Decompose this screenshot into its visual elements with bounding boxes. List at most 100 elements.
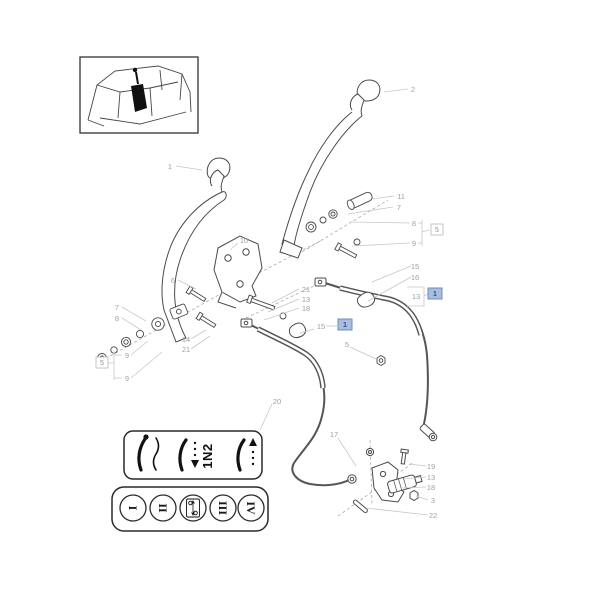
washer-shape <box>135 329 145 339</box>
cable-clamp <box>356 291 376 308</box>
hi-lo-range-icon <box>186 498 200 518</box>
ref-box[interactable] <box>430 223 444 236</box>
range-label-III: III <box>216 501 230 515</box>
gear-lever-left <box>161 157 231 343</box>
shift-pattern-text: 1N2 <box>200 443 215 468</box>
washer-shape <box>319 216 327 224</box>
boxed-callouts: 5 5 1 1 <box>95 223 444 369</box>
mounting-bracket <box>213 235 263 309</box>
washer-stack-right <box>246 191 373 320</box>
disc-shape <box>154 320 162 328</box>
range-circle <box>237 494 265 522</box>
callout-17: 17 <box>330 430 338 439</box>
ref-box-5-right[interactable]: 5 <box>430 223 444 236</box>
cab-floor-line <box>87 111 187 127</box>
cable-sheath-inner <box>339 286 423 336</box>
shift-cable-right <box>314 277 438 442</box>
cable-line <box>324 282 429 429</box>
callout-7: 7 <box>115 303 119 312</box>
bracket-hole <box>224 254 232 262</box>
callout-8: 8 <box>115 314 119 323</box>
callout-15: 15 <box>411 262 419 271</box>
callout-6: 6 <box>171 276 175 285</box>
range-label-IV: IV <box>244 501 258 515</box>
gear-lever-icon <box>137 437 147 472</box>
callout-18: 18 <box>427 483 435 492</box>
pin-end <box>346 199 355 210</box>
ref-box[interactable] <box>95 356 109 369</box>
range-circle <box>149 494 177 522</box>
axis-right-upper <box>301 199 389 253</box>
ref-box-label: 5 <box>100 360 104 367</box>
highlighted-ref-box[interactable] <box>337 318 353 331</box>
small-bolt-shape <box>400 451 407 465</box>
pin-shape <box>352 499 368 513</box>
highlighted-boot-shape <box>131 84 147 112</box>
highlighted-ref-label: 1 <box>343 322 347 329</box>
nut-shape <box>409 489 419 502</box>
gear-lever-right <box>279 79 381 259</box>
highlighted-lever-shape <box>135 71 139 85</box>
ref-box-5-left[interactable]: 5 <box>95 356 109 369</box>
washer-stack-left <box>97 285 217 363</box>
highlighted-ref-box[interactable] <box>427 287 443 300</box>
callout-7: 7 <box>397 203 401 212</box>
cable-end-eye-hole <box>349 476 355 482</box>
highlighted-knob-shape <box>132 67 138 73</box>
pivot-hub-hole <box>175 308 182 315</box>
callout-9: 9 <box>125 351 129 360</box>
highlighted-ref-box-1-right[interactable]: 1 <box>427 287 443 300</box>
callout-20: 20 <box>273 397 281 406</box>
bracket-right-5 <box>418 220 430 246</box>
shift-pattern-legend: 1N2 <box>123 430 263 480</box>
long-bolt-shape <box>248 297 276 311</box>
dotted-arrow-up-icon <box>249 438 257 466</box>
callout-13: 13 <box>427 473 435 482</box>
callout-22: 22 <box>429 511 437 520</box>
bolt-head <box>334 242 343 252</box>
callout-15: 15 <box>317 322 325 331</box>
callout-8: 8 <box>412 219 416 228</box>
cable-end-eye-hole <box>430 434 436 440</box>
bellcrank-hole <box>379 470 387 478</box>
callout-13: 13 <box>412 292 420 301</box>
nut-hole <box>378 358 384 363</box>
clevis-pin-hole <box>317 279 323 285</box>
long-bolt-head <box>246 294 254 305</box>
gear-lever-icon <box>236 438 246 472</box>
lever-right-foot <box>279 239 303 259</box>
callout-11: 11 <box>397 192 405 201</box>
bracket-left-5 <box>108 351 122 380</box>
ref-box-label: 5 <box>435 227 439 234</box>
washer-shape <box>330 211 336 217</box>
nut-part <box>376 354 386 367</box>
bracket-13 <box>407 286 429 307</box>
bolt-head <box>185 285 194 296</box>
gear-lever-icon <box>178 438 188 472</box>
callout-19: 19 <box>427 462 435 471</box>
bracket-flange <box>217 291 237 309</box>
cylinder-ribs <box>393 477 407 492</box>
cylinder-nipple <box>414 474 423 484</box>
cable-clamp <box>288 322 307 339</box>
bracket-hole <box>242 248 250 256</box>
bracket-hole <box>236 280 244 288</box>
lever-left-outline <box>161 169 227 343</box>
highlighted-ref-box-1-center[interactable]: 1 <box>337 318 353 331</box>
range-legend: I II III IV <box>111 486 269 532</box>
callout-9: 9 <box>125 374 129 383</box>
callout-21: 21 <box>302 285 310 294</box>
clevis-pin-hole <box>243 320 249 326</box>
knob-2-shape <box>356 79 381 102</box>
callout-3: 3 <box>431 496 435 505</box>
neutral-wiggle-icon <box>152 437 160 471</box>
callout-13: 13 <box>302 295 310 304</box>
callout-10: 10 <box>240 236 248 245</box>
small-bolt-head <box>400 448 409 454</box>
callout-18: 18 <box>302 304 310 313</box>
callout-9: 9 <box>412 239 416 248</box>
bracket-plate <box>213 235 263 303</box>
linkage-assembly-bottom <box>352 447 423 513</box>
cab-console-lines <box>117 69 183 119</box>
